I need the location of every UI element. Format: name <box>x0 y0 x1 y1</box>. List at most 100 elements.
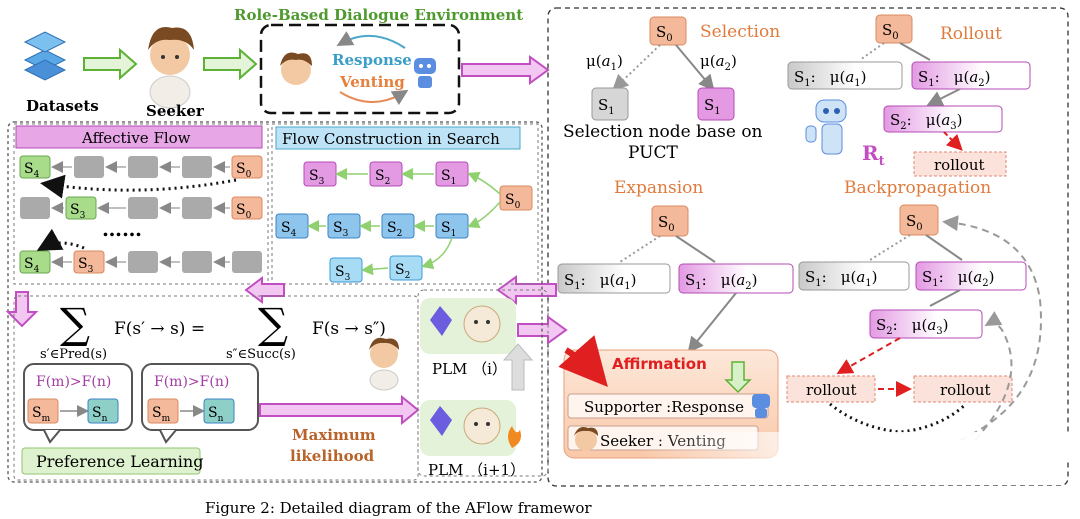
datasets-icon <box>23 31 67 81</box>
reward-label: Rt <box>862 141 885 169</box>
svg-text:S1:μ(a2): S1:μ(a2) <box>918 68 991 89</box>
env-venting: Venting <box>339 73 405 91</box>
svg-text:S4: S4 <box>24 161 40 180</box>
svg-text:S1:μ(a1): S1:μ(a1) <box>805 268 878 289</box>
svg-text:Sm: Sm <box>32 405 51 424</box>
arrow-af-equation <box>5 291 39 328</box>
rollout-s1-pink-row: S1:μ(a2) <box>911 61 1031 90</box>
svg-text:S2:μ(a3): S2:μ(a3) <box>890 111 963 132</box>
svg-text:S3: S3 <box>335 264 351 283</box>
selection-title: Selection <box>700 22 780 42</box>
plm-frame <box>417 289 549 477</box>
svg-text:S1:μ(a2): S1:μ(a2) <box>685 271 758 292</box>
selection-s0-node: S0 <box>649 16 687 46</box>
svg-text:F(m)>F(n): F(m)>F(n) <box>36 374 111 390</box>
env-cycle-arrow-top <box>336 31 406 49</box>
affirmation-red-arrow <box>558 335 608 388</box>
backprop-s2-row: S2:μ(a3) <box>869 309 983 339</box>
svg-text:F(s → s″): F(s → s″) <box>312 319 386 339</box>
svg-text:S1:μ(a2): S1:μ(a2) <box>922 268 995 289</box>
arrow-env-mcts <box>461 55 550 85</box>
svg-text:S3: S3 <box>78 256 94 275</box>
svg-text:S2: S2 <box>395 262 410 281</box>
env-response: Response <box>332 51 412 69</box>
backprop-s1-pink-row: S1:μ(a2) <box>915 261 1027 291</box>
svg-text:s″∈Succ(s): s″∈Succ(s) <box>226 347 296 362</box>
fade-overlay-mid <box>640 432 1080 462</box>
af-ellipsis: …… <box>102 217 142 241</box>
affirmation-green-arrow <box>724 361 752 394</box>
svg-text:S4: S4 <box>24 256 40 275</box>
plm-i1-box <box>420 400 521 456</box>
svg-text:S0: S0 <box>236 202 252 221</box>
backprop-return-arrow-2 <box>974 311 1013 441</box>
svg-text:S3: S3 <box>309 168 325 187</box>
datasets-label: Datasets <box>26 97 99 115</box>
affective-flow-box <box>13 123 269 285</box>
svg-text:S0: S0 <box>882 21 899 42</box>
max-likelihood-1: Maximum <box>292 426 376 444</box>
svg-text:S1:μ(a1): S1:μ(a1) <box>794 68 867 89</box>
svg-text:S1: S1 <box>441 220 456 239</box>
svg-text:S2: S2 <box>375 168 390 187</box>
rollout-s1-gray-row: S1:μ(a1) <box>787 61 903 90</box>
flow-equation: ∑ s′∈Pred(s) F(s′ → s) = ∑ s″∈Succ(s) F(… <box>40 299 386 362</box>
selection-mu-a2: μ(a2) <box>700 52 737 73</box>
backprop-rollout-1: rollout <box>786 375 876 403</box>
svg-text:Sm: Sm <box>152 405 171 424</box>
pref-learning-label: Preference Learning <box>36 452 203 471</box>
plm-i-box <box>420 298 516 354</box>
pref-bubble-2: F(m)>F(n) Sm Sn <box>141 363 259 444</box>
expansion-s0-node: S0 <box>651 205 689 237</box>
pref-inner-box <box>13 295 419 481</box>
selection-caption-2: PUCT <box>628 143 678 163</box>
svg-text:S0: S0 <box>236 161 252 180</box>
backprop-title: Backpropagation <box>844 178 991 198</box>
svg-text:S1:μ(a1): S1:μ(a1) <box>564 271 637 292</box>
flow-construction-header <box>275 126 521 150</box>
equation-seeker-avatar <box>369 337 399 391</box>
expansion-s1-pink-row: S1:μ(a2) <box>678 263 794 294</box>
expansion-title: Expansion <box>614 178 703 198</box>
svg-text:s′∈Pred(s): s′∈Pred(s) <box>40 347 107 362</box>
plm-i1-label: PLM （i+1） <box>428 461 525 479</box>
supporter-text: Supporter :Response <box>584 398 744 416</box>
rollout-s2-row: S2:μ(a3) <box>883 105 1003 133</box>
pref-bubble-1: F(m)>F(n) Sm Sn <box>23 363 133 444</box>
arrow-seeker-env <box>203 47 258 81</box>
env-seeker-face <box>280 52 312 85</box>
flow-construction-box <box>271 123 539 285</box>
supporter-robot-icon <box>752 394 770 418</box>
svg-text:rollout: rollout <box>934 156 985 174</box>
fc-nodes: S0 S3 S2 S1 S4 S3 S2 S1 S3 S2 <box>275 161 533 283</box>
seeker-label: Seeker <box>146 102 205 120</box>
backprop-merge-dots <box>829 402 968 434</box>
svg-text:S1: S1 <box>704 96 721 117</box>
af-row3: S4 S3 <box>19 228 262 275</box>
seeker-avatar <box>148 26 194 109</box>
flow-construction-title: Flow Construction in Search <box>282 130 500 148</box>
arrow-datasets-seeker <box>83 47 138 81</box>
left-panel <box>7 121 543 483</box>
affirmation-label: Affirmation <box>612 355 707 373</box>
rollout-s0-node: S0 <box>875 14 913 44</box>
svg-text:∑: ∑ <box>258 299 288 348</box>
selection-mu-a1: μ(a1) <box>586 52 623 73</box>
backprop-s1-gray-row: S1:μ(a1) <box>798 261 910 291</box>
backprop-rollout-2: rollout <box>913 375 1013 403</box>
max-likelihood-2: likelihood <box>290 447 375 465</box>
plm-up-arrow <box>502 343 534 391</box>
svg-text:F(m)>F(n): F(m)>F(n) <box>154 374 229 390</box>
af-row1: S4 S0 <box>19 155 263 199</box>
svg-text:S2:μ(a3): S2:μ(a3) <box>876 316 949 337</box>
svg-text:S3: S3 <box>333 220 349 239</box>
svg-text:S4: S4 <box>281 220 297 239</box>
plm-i-label: PLM （i） <box>432 360 507 378</box>
selection-s1-pink: S1 <box>697 87 735 121</box>
affective-flow-header <box>15 125 263 149</box>
rollout-title: Rollout <box>940 24 1002 44</box>
arrow-pref-plm <box>259 394 420 426</box>
env-box <box>259 23 461 115</box>
af-row2: S3 S0 <box>20 196 263 221</box>
